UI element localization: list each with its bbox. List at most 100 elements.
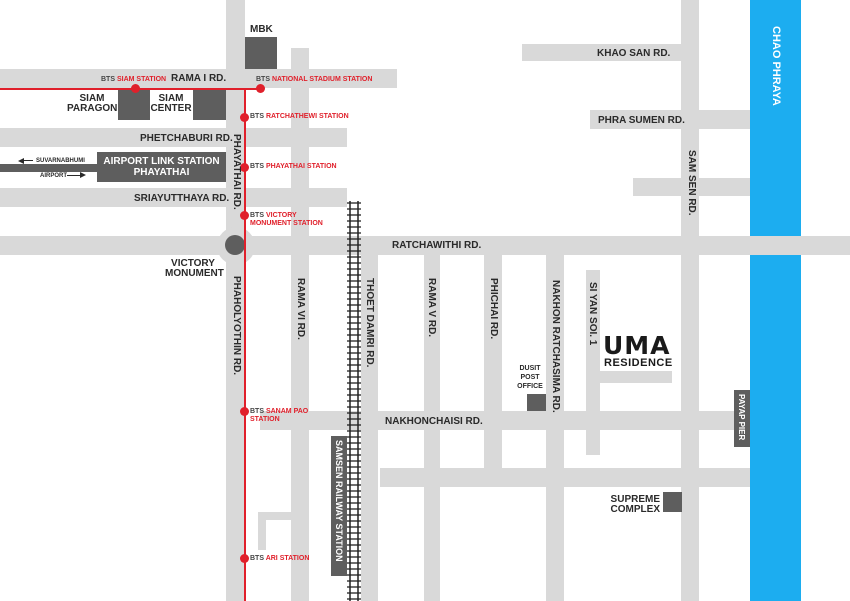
mbk-building <box>245 37 277 69</box>
bts-prefix: BTS <box>250 113 264 120</box>
station-sanam-pao[interactable]: BTS SANAM PAO STATION <box>250 408 308 424</box>
samsen-station-box <box>331 436 347 576</box>
label-sriayutthaya: SRIAYUTTHAYA RD. <box>134 193 230 204</box>
label-thoet-damri: THOET DAMRI RD. <box>364 278 375 368</box>
station-ari[interactable]: BTS ARI STATION <box>250 555 309 563</box>
label-payap-pier: PAYAP PIER <box>737 394 746 441</box>
road-phaholyothin-spur-h <box>258 512 294 520</box>
uma-logo: UMA <box>603 331 671 360</box>
bts-dot-victory[interactable] <box>240 211 249 220</box>
road-uma-soi <box>598 371 672 383</box>
station-ari-name: ARI STATION <box>265 555 310 562</box>
label-dusit-3: OFFICE <box>517 383 543 390</box>
bts-prefix: BTS <box>250 163 264 170</box>
bts-prefix: BTS <box>250 408 264 415</box>
bts-dot-phayathai[interactable] <box>240 163 249 172</box>
road-nakhon-ratchasima <box>546 255 564 601</box>
bts-dot-siam[interactable] <box>131 84 140 93</box>
label-suvarnabhumi: SUVARNABHUMI <box>36 158 85 164</box>
label-phaholyothin: PHAHOLYOTHIN RD. <box>231 276 242 376</box>
label-airport-link-1: AIRPORT LINK STATION <box>103 156 220 167</box>
arrow-left-icon <box>18 158 24 164</box>
label-airport-link-2: PHAYATHAI <box>133 167 190 178</box>
supreme-complex-building <box>663 492 682 512</box>
road-phayathai <box>226 0 245 601</box>
road-lower <box>380 468 750 487</box>
station-siam-name: SIAM STATION <box>116 76 167 83</box>
label-dusit-1: DUSIT <box>519 365 541 372</box>
label-supreme-1: SUPREME <box>610 494 660 505</box>
label-victory-2: MONUMENT <box>165 268 224 279</box>
payap-pier-box <box>734 390 750 447</box>
label-nakhon-ratchasima: NAKHON RATCHASIMA RD. <box>550 280 561 413</box>
station-sanam-pao-name-2: STATION <box>250 416 280 423</box>
label-siam-paragon-1: SIAM <box>79 93 105 104</box>
bts-prefix: BTS <box>101 76 115 83</box>
siam-paragon-building <box>118 88 150 120</box>
bts-prefix: BTS <box>250 555 264 562</box>
river-label: CHAO PHRAYA <box>770 26 782 106</box>
label-rama1: RAMA I RD. <box>171 73 227 84</box>
label-sam-sen: SAM SEN RD. <box>686 150 697 216</box>
station-siam[interactable]: BTS SIAM STATION <box>101 76 166 84</box>
station-ratchathewi[interactable]: BTS RATCHATHEWI STATION <box>250 113 349 121</box>
arrow-right-icon <box>80 172 86 178</box>
bts-line-vertical <box>244 88 246 601</box>
station-victory-name-1: VICTORY <box>265 212 297 219</box>
siam-center-building <box>193 88 226 120</box>
arrow-right-line <box>67 175 81 176</box>
road-phra-sumen <box>590 110 750 129</box>
road-phetchaburi <box>0 128 347 147</box>
dusit-post-office-building <box>527 394 546 411</box>
victory-monument-marker <box>225 235 245 255</box>
bts-prefix: BTS <box>256 76 270 83</box>
road-sriayutthaya <box>0 188 347 207</box>
label-airport: AIRPORT <box>40 173 67 179</box>
label-phayathai: PHAYATHAI RD. <box>231 134 242 210</box>
road-rama6 <box>291 48 309 601</box>
label-ratchawithi: RATCHAWITHI RD. <box>392 240 482 251</box>
bts-dot-national-stadium[interactable] <box>256 84 265 93</box>
label-siam-center-2: CENTER <box>150 103 192 114</box>
road-phichai <box>484 255 502 470</box>
road-ratchawithi <box>0 236 850 255</box>
airport-link-box <box>97 152 226 182</box>
label-victory-1: VICTORY <box>171 258 215 269</box>
road-nakhonchaisi <box>260 411 750 430</box>
bts-dot-ratchathewi[interactable] <box>240 113 249 122</box>
label-mbk: MBK <box>250 24 273 35</box>
station-phayathai-name: PHAYATHAI STATION <box>265 163 337 170</box>
label-dusit-2: POST <box>520 374 540 381</box>
road-thoet-damri <box>361 255 378 601</box>
label-khao-san: KHAO SAN RD. <box>597 48 671 59</box>
station-national-stadium[interactable]: BTS NATIONAL STADIUM STATION <box>256 76 372 84</box>
station-sanam-pao-name-1: SANAM PAO <box>265 408 309 415</box>
label-phichai: PHICHAI RD. <box>488 278 499 340</box>
label-rama6: RAMA VI RD. <box>295 278 306 340</box>
label-rama5: RAMA V RD. <box>426 278 437 338</box>
chao-phraya-river <box>750 0 801 601</box>
station-victory-name-2: MONUMENT STATION <box>250 220 323 227</box>
bts-prefix: BTS <box>250 212 264 219</box>
road-khao-san <box>522 44 682 61</box>
bts-dot-sanam-pao[interactable] <box>240 407 249 416</box>
label-phetchaburi: PHETCHABURI RD. <box>140 133 233 144</box>
bts-dot-ari[interactable] <box>240 554 249 563</box>
road-rama5 <box>424 255 440 601</box>
station-victory[interactable]: BTS VICTORY MONUMENT STATION <box>250 212 323 228</box>
samsen-railway <box>347 201 361 601</box>
arrow-left-line <box>23 160 33 161</box>
road-phaholyothin-spur-v <box>258 512 266 550</box>
station-phayathai[interactable]: BTS PHAYATHAI STATION <box>250 163 337 171</box>
station-national-stadium-name: NATIONAL STADIUM STATION <box>271 76 373 83</box>
label-si-yan: SI YAN SOI. 1 <box>587 282 598 346</box>
samsen-station-label: SAMSEN RAILWAY STATION <box>334 440 344 562</box>
airport-link-line <box>0 164 97 172</box>
road-sam-sen <box>681 0 699 601</box>
label-nakhonchaisi: NAKHONCHAISI RD. <box>385 416 483 427</box>
station-ratchathewi-name: RATCHATHEWI STATION <box>265 113 349 120</box>
uma-residence-label: RESIDENCE <box>604 357 673 369</box>
label-supreme-2: COMPLEX <box>610 504 660 515</box>
label-siam-center-1: SIAM <box>158 93 184 104</box>
